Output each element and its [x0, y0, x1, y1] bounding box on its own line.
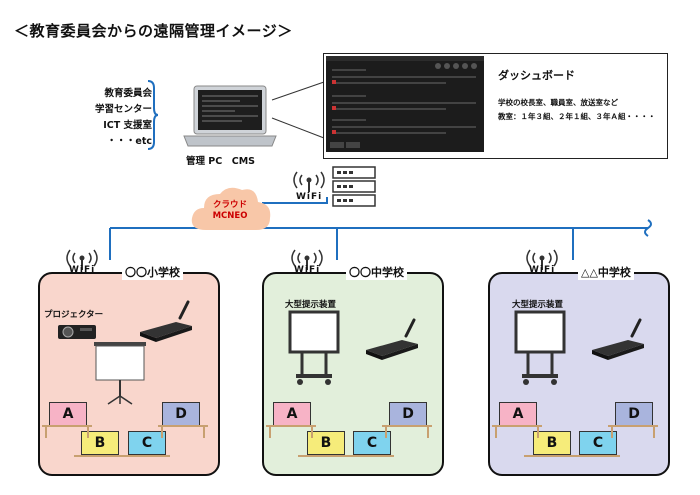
wifi-icon	[293, 171, 325, 192]
school-name: 〇〇中学校	[346, 264, 407, 280]
cloud-label-line: クラウド	[212, 200, 247, 210]
student-pc-b: B	[307, 431, 345, 455]
student-pc-d: D	[389, 402, 427, 426]
page-title: ＜教育委員会からの遠隔管理イメージ＞	[14, 22, 293, 40]
desk-icons	[492, 425, 658, 457]
wireless-receiver-icon	[140, 300, 192, 342]
wifi-icon	[526, 249, 558, 270]
dashboard-screenshot	[326, 56, 484, 152]
admin-pc-label: 管理 PC CMS	[186, 156, 256, 167]
school-name: 〇〇小学校	[122, 264, 183, 280]
student-pc-a: A	[499, 402, 537, 426]
projection-screen-icon	[94, 342, 146, 405]
dashboard-description: 学校の校長室、職員室、放送室など 教室：１年３組、２年１組、３年Ａ組・・・・	[498, 96, 656, 124]
wifi-label: WiFi	[529, 265, 556, 275]
wifi-icon	[291, 249, 323, 270]
wifi-label: WiFi	[296, 192, 323, 202]
wireless-receiver-icon	[366, 318, 418, 360]
dashboard-title: ダッシュボード	[498, 69, 575, 82]
student-pc-c: C	[128, 431, 166, 455]
server-icon	[332, 166, 376, 207]
org-item: ICT 支援室	[103, 120, 152, 131]
student-pc-b: B	[533, 431, 571, 455]
wifi-label: WiFi	[69, 265, 96, 275]
cloud-label-line: MCNEO	[212, 211, 248, 221]
student-pc-a: A	[273, 402, 311, 426]
brace-icon	[147, 80, 158, 150]
desk-icons	[42, 425, 208, 457]
projector-icon	[58, 325, 96, 339]
dashboard-desc-line: 学校の校長室、職員室、放送室など	[498, 98, 618, 107]
cloud-icon	[191, 187, 271, 230]
student-pc-c: C	[353, 431, 391, 455]
org-item: 教育委員会	[104, 88, 152, 99]
callout-pointer	[271, 81, 325, 139]
cloud-label: クラウド MCNEO	[200, 200, 260, 222]
org-item: 学習センター	[94, 104, 152, 115]
dashboard-desc-line: 教室：１年３組、２年１組、３年Ａ組・・・・	[498, 112, 656, 121]
org-list: 教育委員会 学習センター ICT 支援室 ・・・etc	[70, 86, 152, 150]
large-display-label: 大型提示装置	[285, 300, 337, 310]
wireless-receiver-icon	[592, 318, 644, 360]
desk-icons	[266, 425, 432, 457]
org-item: ・・・etc	[106, 136, 152, 147]
large-display-icon	[514, 310, 566, 385]
large-display-label: 大型提示装置	[512, 300, 564, 310]
large-display-icon	[288, 310, 340, 385]
school-name: △△中学校	[578, 264, 634, 280]
student-pc-d: D	[615, 402, 653, 426]
student-pc-c: C	[579, 431, 617, 455]
admin-laptop-icon	[183, 85, 277, 147]
projector-label: プロジェクター	[44, 310, 104, 320]
wifi-icon	[66, 249, 98, 270]
wifi-label: WiFi	[294, 265, 321, 275]
